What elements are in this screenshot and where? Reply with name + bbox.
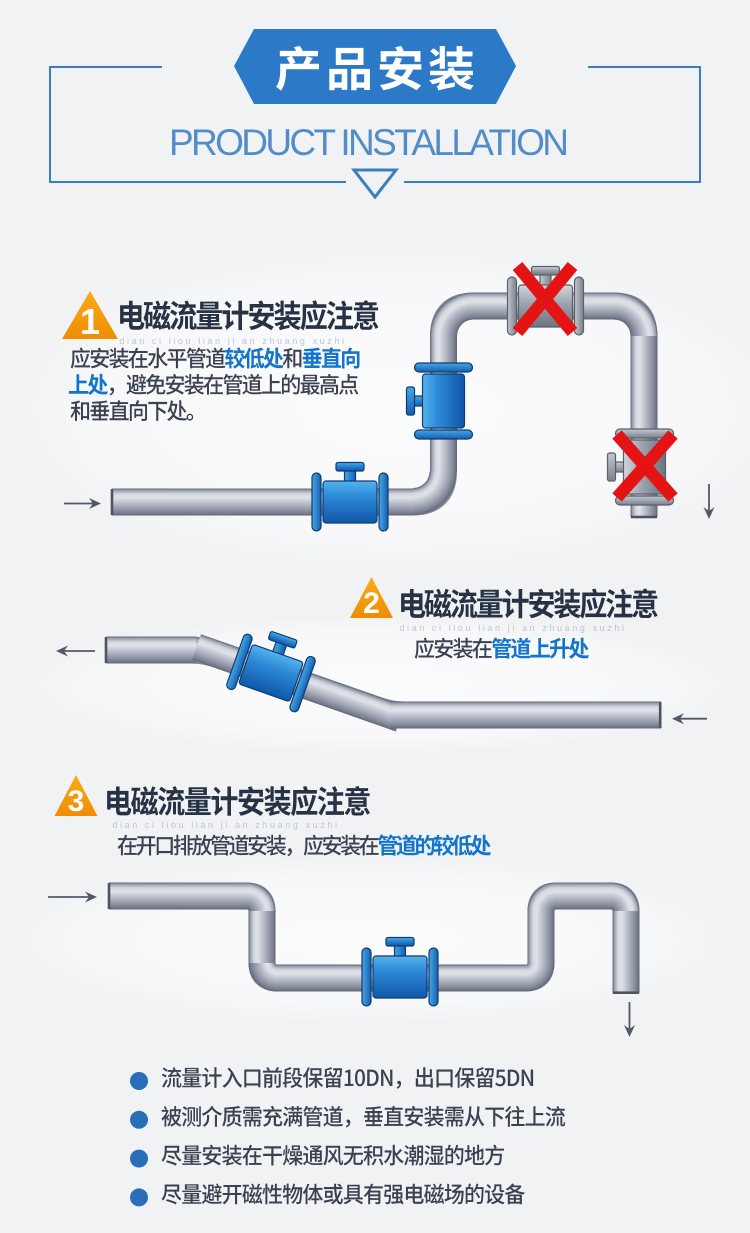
svg-text:3: 3 [68, 785, 85, 818]
svg-text:dian ci liou lian ji an zhuang: dian ci liou lian ji an zhuang xuzhi [399, 623, 626, 633]
svg-text:dian ci liou lian ji an zhuang: dian ci liou lian ji an zhuang xuzhi [119, 336, 346, 346]
svg-text:1: 1 [80, 301, 100, 342]
svg-text:2: 2 [363, 587, 380, 620]
svg-text:PRODUCT INSTALLATION: PRODUCT INSTALLATION [169, 122, 569, 163]
svg-text:dian ci liou lian ji an zhuang: dian ci liou lian ji an zhuang xuzhi [112, 820, 339, 830]
